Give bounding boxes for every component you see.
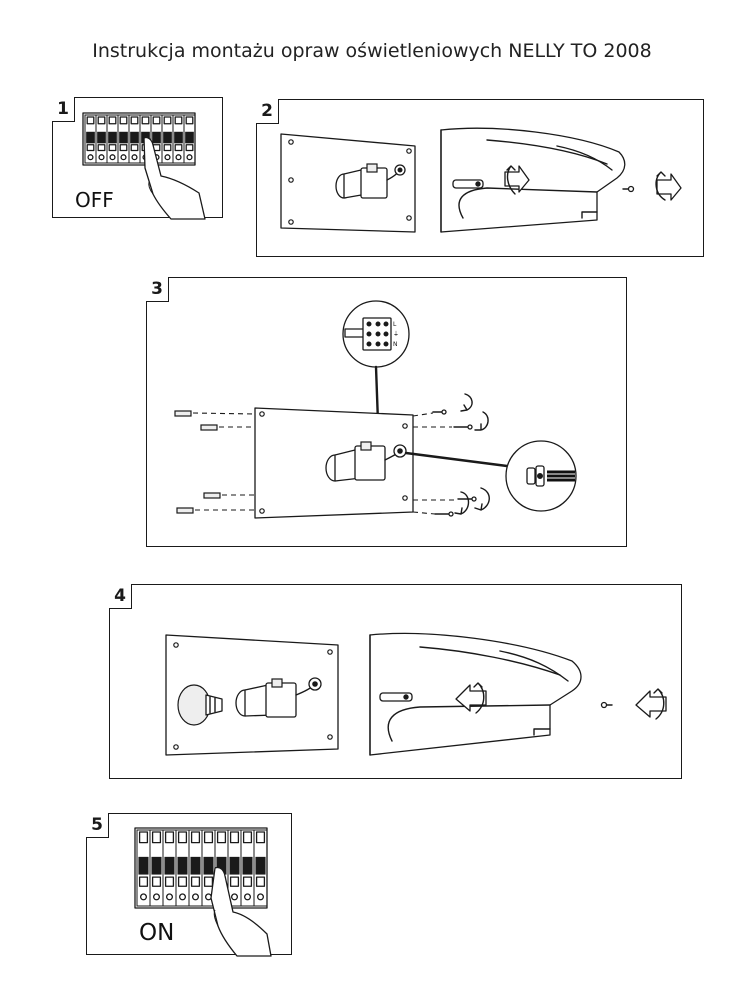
rotate-arrow-icon (504, 165, 530, 195)
step-5-caption: ON (139, 920, 175, 946)
step-4-panel: 4 (109, 584, 682, 779)
page-title: Instrukcja montażu opraw oświetleniowych… (92, 40, 652, 62)
step-4-number: 4 (109, 584, 132, 609)
rotate-arrow-icon (455, 682, 487, 714)
lamp-socket-icon (235, 677, 322, 718)
circuit-breaker-icon (82, 112, 196, 166)
lamp-shade-icon (440, 127, 626, 233)
circuit-breaker-icon (134, 827, 268, 909)
screw-icon (600, 701, 613, 709)
light-bulb-icon (177, 684, 223, 726)
step-2-number: 2 (256, 99, 279, 124)
step-1-number: 1 (52, 97, 75, 122)
screw-icon (622, 185, 635, 193)
lamp-socket-icon (325, 441, 407, 482)
terminal-label-n: N (393, 341, 398, 348)
circuit-breaker-on-illustration (134, 827, 272, 957)
step-2-panel: 2 (256, 99, 704, 257)
step-3-illustration: L ⏚ N (174, 300, 577, 519)
cable-grommet-icon (505, 440, 577, 512)
step-1-caption: OFF (75, 188, 114, 212)
step-5-number: 5 (86, 813, 109, 838)
rotate-arrow-icon (655, 171, 682, 201)
wall-plug-icon (174, 410, 221, 514)
lamp-socket-icon (335, 163, 406, 199)
step-3-panel: 3 L ⏚ N (146, 277, 627, 547)
circuit-breaker-off-illustration (82, 112, 206, 220)
step-2-illustration (280, 127, 682, 233)
terminal-label-l: L (393, 321, 397, 328)
terminal-label-earth: ⏚ (393, 331, 399, 338)
terminal-block-icon: L ⏚ N (342, 300, 410, 368)
hand-icon (143, 136, 206, 220)
step-1-panel: 1 OFF (52, 97, 223, 220)
step-4-illustration (165, 632, 667, 756)
rotate-arrow-icon (635, 688, 667, 720)
step-5-panel: 5 ON (86, 813, 292, 957)
screw-icon (432, 409, 477, 517)
rotate-arrow-icon (454, 393, 490, 515)
hand-icon (210, 866, 272, 957)
step-3-number: 3 (146, 277, 169, 302)
